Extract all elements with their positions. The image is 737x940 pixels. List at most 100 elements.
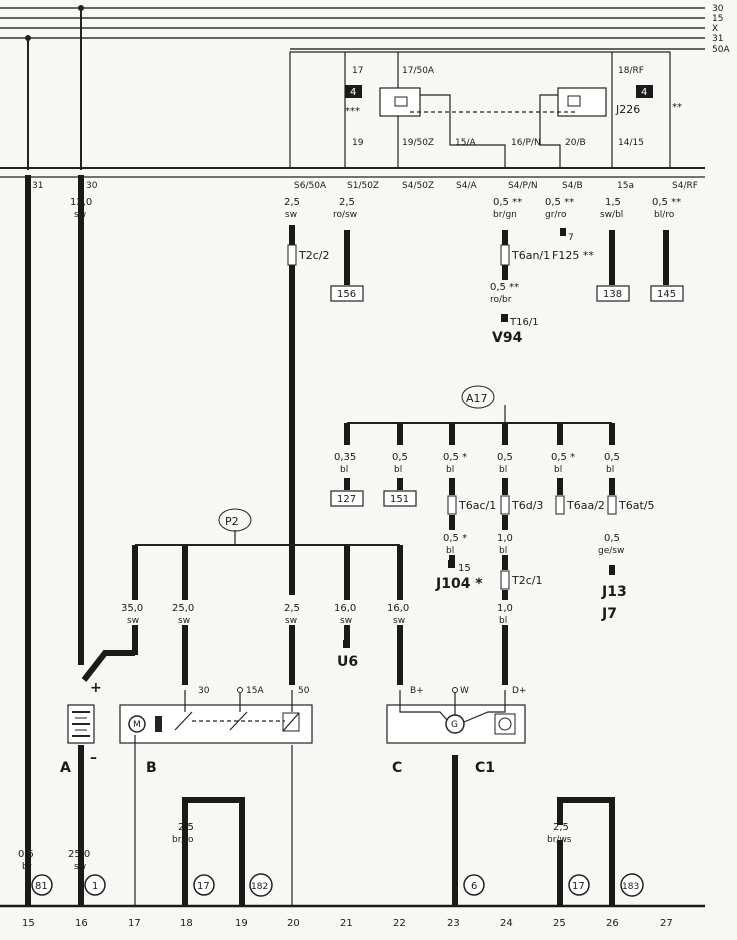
relay-mark-4-left-label: 4 [350,87,356,98]
relay-mark-4-right [636,85,653,98]
relay-pin-20b: 20/B [565,138,586,148]
alternator-pin-bplus: B+ [410,686,424,696]
alternator-label: C [392,760,402,776]
a17-circle [461,385,495,409]
relay-j226: 4 4 *** ** J226 17 17/50A 18/RF 19 19/50… [289,51,682,168]
ref-box-156 [330,285,364,302]
ref-box-127 [330,490,364,507]
ground-17b [568,874,590,896]
alternator-pin-w-dot [452,687,458,693]
relay-switch-2 [557,87,607,117]
track-15: 15 [22,918,35,929]
ref-box-127-label: 127 [337,494,356,505]
wire-label-30-color: sw [74,210,86,220]
bus-label-x: X [712,24,718,34]
track-18: 18 [180,918,193,929]
ground-6 [463,874,485,896]
connector-t6aa2-icon [555,495,565,515]
bottom-wire-25-size: 2,5 [553,822,569,833]
starter-pin-30: 30 [198,686,210,696]
connector-t6aa2: T6aa/2 [566,499,605,512]
d-wire-color: bl [499,546,507,556]
regulator-label: C1 [475,760,495,776]
ref-box-151 [383,490,417,507]
wire-label-15a-color: sw/bl [600,210,623,220]
a17-wire6-color: bl [606,465,614,475]
bus-label-50a: 50A [712,45,730,55]
alternator-lead-dplus [463,690,506,723]
p2-wire5-color: sw [393,616,405,626]
wire-label-30-size: 12,0 [70,197,92,208]
p2-wire5-size: 16,0 [387,603,409,614]
relay-pin-15a: 15/A [455,138,476,148]
ground-1-label: 1 [92,881,98,892]
connector-t2c2-icon [287,244,297,266]
terminal-s4rf: S4/RF [672,181,698,191]
mid-labels: 0,5 * bl 15 J104 * 1,0 bl T2c/1 1,0 bl 0… [435,533,627,626]
d-wire-size: 1,0 [497,533,513,544]
ground-81 [31,874,53,896]
j104-size: 0,5 * [443,533,467,544]
starter-pin-15a: 15A [246,686,264,696]
connector-t6ac1-icon [447,495,457,515]
marker-7: 7 [568,233,574,243]
ground-refs: 81 1 17 182 6 17 183 [31,873,644,897]
p2-wire4-color: sw [340,616,352,626]
relay-note-double: ** [672,102,682,113]
a17-wire2-color: bl [394,465,402,475]
track-24: 24 [500,918,513,929]
battery-plus: + [90,680,102,696]
relay-link-2 [539,94,561,168]
terminal-30: 30 [86,181,98,191]
track-26: 26 [606,918,619,929]
wire-label-s4rf-color: bl/ro [654,210,675,220]
terminal-15a: 15a [617,181,634,191]
v94-label: V94 [492,330,523,346]
marker-7-icon [560,228,566,236]
track-25: 25 [553,918,566,929]
ground-6-label: 6 [471,881,477,892]
connector-t2c1-icon [500,570,510,590]
battery-minus: – [90,750,97,766]
v94-ground: T16/1 [509,317,539,328]
wire-loop-18-19 [182,797,245,840]
connector-t6an1-icon [500,244,510,266]
thick-wires [25,175,669,840]
junction-30 [78,5,84,11]
starter-motor-glyph: M [133,720,141,730]
ref-box-156-label: 156 [337,289,356,300]
u6-label: U6 [337,654,358,670]
starter-coil-icon [155,716,162,732]
v94-size: 0,5 ** [490,282,519,293]
alternator-glyph: G [451,720,458,730]
relay-pin-1415: 14/15 [618,138,644,148]
top-ref-boxes: 156 138 145 [330,285,684,302]
relay-pin-1750a: 17/50A [402,66,435,76]
ground-1 [84,874,106,896]
terminal-s4b: S4/B [562,181,583,191]
bus-label-31: 31 [712,34,723,44]
j13-color: ge/sw [598,546,624,556]
relay-coil-1 [394,96,408,107]
p2-wire1-size: 35,0 [121,603,143,614]
terminal-s450z: S4/50Z [402,181,434,191]
j104-label: J104 * [435,576,483,592]
terminal-31: 31 [32,181,43,191]
j104-ground-icon [448,560,455,568]
relay-pin-19: 19 [352,138,364,148]
track-20: 20 [287,918,300,929]
j104-color: bl [446,546,454,556]
wire-label-s650a-color: sw [285,210,297,220]
p2-labels: 35,0 sw 25,0 sw 2,5 sw 16,0 sw 16,0 sw U… [121,603,409,670]
ref-box-145 [650,285,684,302]
alternator-c: G B+ W D+ C C1 [386,686,526,776]
a17-group: A17 [344,385,615,685]
top-wire-labels: 12,0 sw 2,5 sw 2,5 ro/sw 0,5 ** br/gn 0,… [70,197,681,220]
p2-group: P2 [135,508,400,546]
connector-t6d3-icon [500,495,510,515]
battery-a: + – A [60,680,102,776]
starter-switch-2 [229,711,248,731]
ground-17a [193,874,215,896]
relay-pin-1950z: 19/50Z [402,138,434,148]
